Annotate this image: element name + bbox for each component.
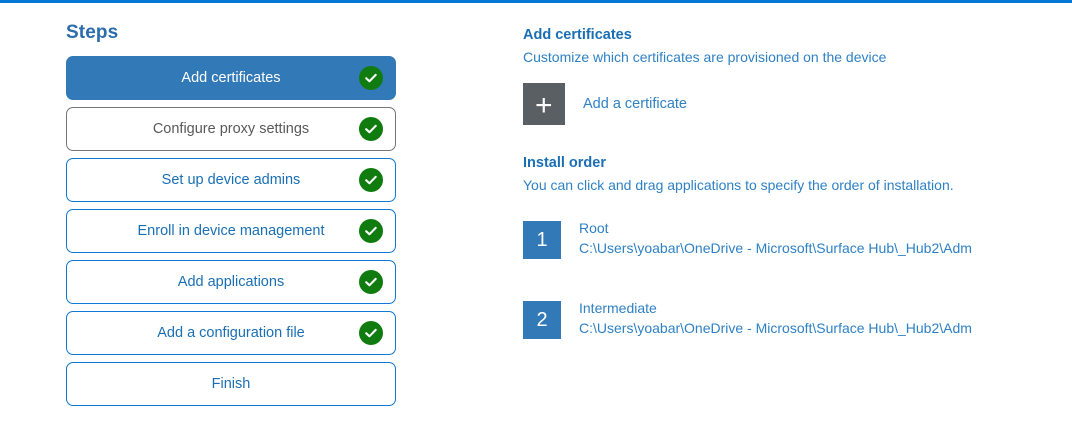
step-complete-check-icon xyxy=(359,321,383,345)
step-complete-check-icon xyxy=(359,219,383,243)
install-order-path: C:\Users\yoabar\OneDrive - Microsoft\Sur… xyxy=(579,240,972,256)
add-certificates-heading: Add certificates xyxy=(523,27,632,43)
add-certificates-subheading: Customize which certificates are provisi… xyxy=(523,49,887,65)
install-order-name: Intermediate xyxy=(579,300,657,316)
step-button-finish[interactable]: Finish xyxy=(66,362,396,406)
add-a-certificate-button[interactable]: + Add a certificate xyxy=(523,83,687,125)
install-order-number: 2 xyxy=(523,301,561,339)
step-button-configure-proxy-settings[interactable]: Configure proxy settings xyxy=(66,107,396,151)
step-complete-check-icon xyxy=(359,117,383,141)
install-order-heading: Install order xyxy=(523,155,606,171)
top-accent-bar xyxy=(0,0,1072,3)
install-order-name: Root xyxy=(579,220,609,236)
step-label: Add applications xyxy=(177,274,285,290)
plus-glyph: + xyxy=(535,89,553,122)
install-order-number: 1 xyxy=(523,221,561,259)
install-order-section: Install order You can click and drag app… xyxy=(523,155,1053,339)
step-button-add-a-configuration-file[interactable]: Add a configuration file xyxy=(66,311,396,355)
step-label: Add a configuration file xyxy=(157,325,305,341)
step-label: Configure proxy settings xyxy=(152,121,310,137)
install-order-path: C:\Users\yoabar\OneDrive - Microsoft\Sur… xyxy=(579,320,972,336)
step-complete-check-icon xyxy=(359,168,383,192)
step-label: Set up device admins xyxy=(161,172,301,188)
step-button-enroll-in-device-management[interactable]: Enroll in device management xyxy=(66,209,396,253)
step-complete-check-icon xyxy=(359,66,383,90)
detail-pane: Add certificates Customize which certifi… xyxy=(523,27,1053,379)
step-button-set-up-device-admins[interactable]: Set up device admins xyxy=(66,158,396,202)
step-label: Add certificates xyxy=(181,70,281,86)
step-complete-check-icon xyxy=(359,270,383,294)
step-label: Finish xyxy=(211,376,251,392)
install-order-subheading: You can click and drag applications to s… xyxy=(523,177,954,193)
plus-icon: + xyxy=(523,83,565,125)
step-button-add-certificates[interactable]: Add certificates xyxy=(66,56,396,100)
steps-title: Steps xyxy=(66,22,119,43)
step-label: Enroll in device management xyxy=(137,223,325,239)
step-button-add-applications[interactable]: Add applications xyxy=(66,260,396,304)
add-a-certificate-label: Add a certificate xyxy=(583,96,687,112)
